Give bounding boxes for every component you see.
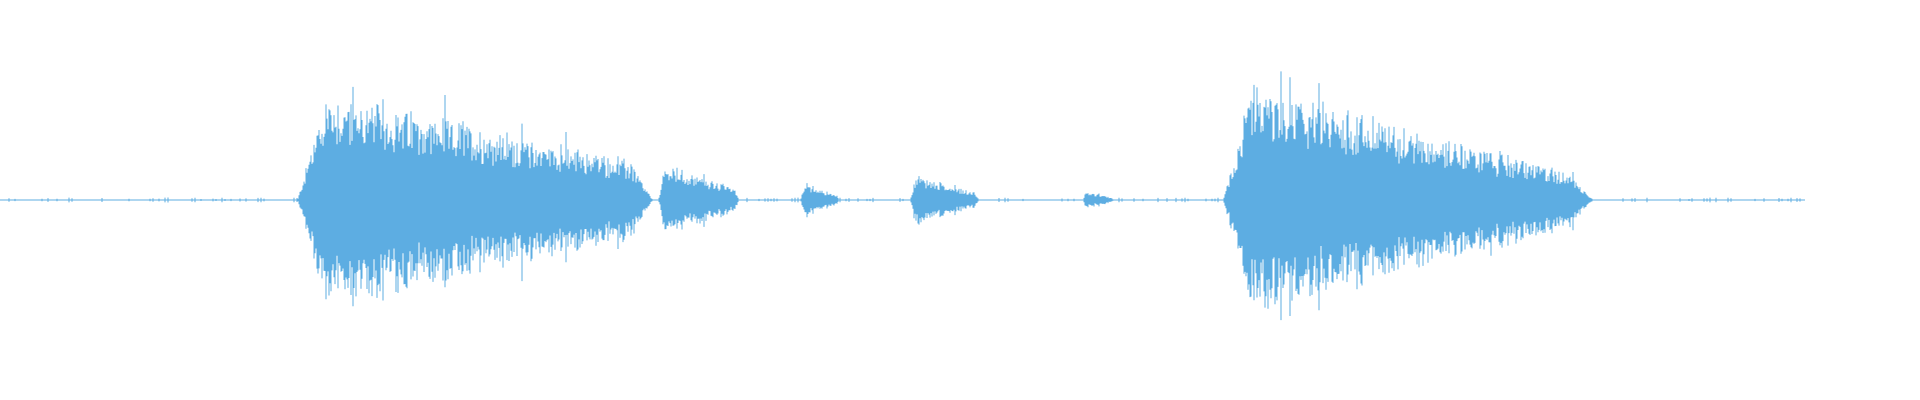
waveform-segment-6 xyxy=(1223,71,1594,321)
waveform-peak-path xyxy=(1223,71,1594,321)
waveform-peak-path xyxy=(1082,193,1114,208)
waveform-segment-4 xyxy=(910,176,980,225)
waveform-peak-path xyxy=(800,183,839,218)
waveform-segment-1 xyxy=(297,86,653,307)
waveform-segment-5 xyxy=(1082,193,1114,208)
waveform-peak-path xyxy=(658,167,740,230)
waveform-peak-path xyxy=(910,176,980,225)
waveform-peak-path xyxy=(297,86,653,307)
waveform-segment-3 xyxy=(800,183,839,218)
waveform-peaks xyxy=(8,71,1801,321)
waveform-segment-2 xyxy=(658,167,740,230)
waveform-noise-floor xyxy=(8,197,1801,203)
